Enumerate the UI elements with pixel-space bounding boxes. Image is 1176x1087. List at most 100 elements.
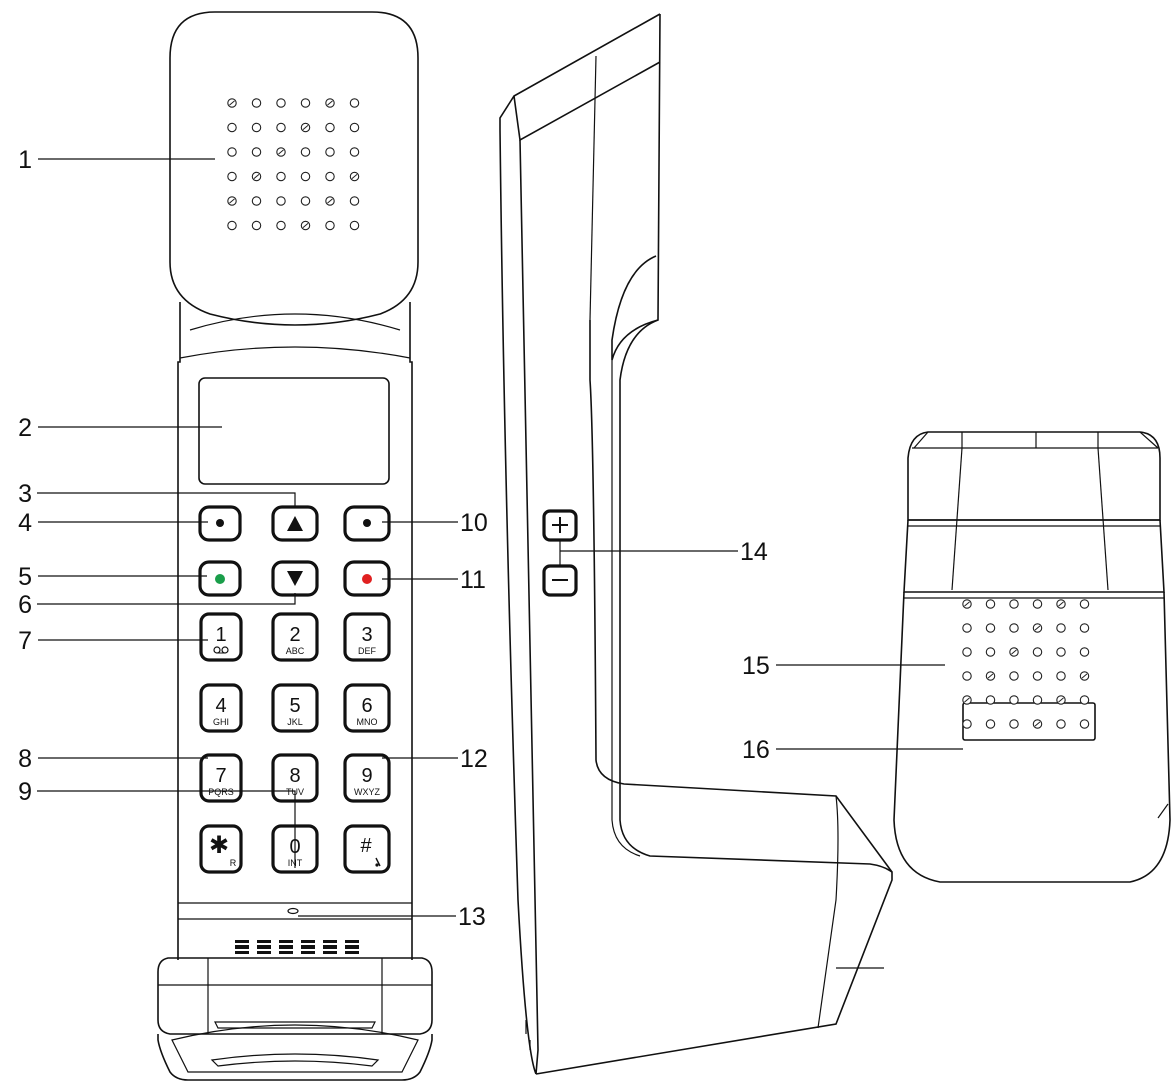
callout-8: 8 — [18, 745, 32, 773]
key-3-letters: DEF — [358, 646, 377, 656]
hole — [1056, 671, 1066, 681]
key-star-sub: R — [230, 858, 237, 868]
hole — [1056, 647, 1066, 657]
hole — [325, 220, 335, 231]
display-screen — [198, 377, 390, 485]
callout-11: 11 — [460, 566, 486, 594]
hole — [325, 122, 335, 133]
key-5[interactable]: 5 JKL — [271, 683, 319, 733]
function-keys — [198, 505, 391, 597]
handset-side-view — [499, 13, 893, 1075]
callout-10: 10 — [460, 509, 488, 537]
hole — [276, 171, 286, 182]
key-4-letters: GHI — [213, 717, 229, 727]
volume-down-button[interactable] — [542, 564, 578, 597]
speaker-holes — [962, 599, 1090, 729]
handset-front-view — [157, 11, 433, 1081]
earpiece-head — [169, 11, 419, 326]
hole — [962, 719, 972, 729]
hole — [962, 647, 972, 657]
hole — [962, 623, 972, 633]
end-red-dot-icon — [362, 574, 372, 584]
hole — [1032, 671, 1043, 681]
voicemail-icon — [213, 646, 229, 654]
key-7-digit: 7 — [215, 765, 226, 787]
mute-icon — [375, 857, 381, 867]
call-green-dot-icon — [215, 574, 225, 584]
hole — [1009, 671, 1019, 681]
key-8-digit: 8 — [289, 765, 300, 787]
key-2-letters: ABC — [286, 646, 305, 656]
earpiece-holes — [227, 98, 360, 231]
hole — [276, 220, 286, 231]
handset-body — [177, 302, 413, 960]
key-2-digit: 2 — [289, 624, 300, 646]
key-4[interactable]: 4 GHI — [199, 683, 243, 733]
hole — [1079, 623, 1090, 633]
hole — [349, 196, 360, 206]
hole — [1009, 695, 1019, 705]
hole — [325, 147, 335, 157]
hole — [1009, 623, 1019, 633]
callout-3: 3 — [18, 480, 32, 508]
hole — [985, 647, 996, 657]
handset-back-view — [893, 431, 1171, 883]
callout-7: 7 — [18, 627, 32, 655]
charging-contacts — [228, 940, 364, 954]
key-star[interactable]: ✱ R — [199, 824, 243, 874]
hole — [325, 171, 335, 182]
label-area — [962, 702, 1096, 741]
hole — [1056, 623, 1066, 633]
key-3[interactable]: 3 DEF — [343, 612, 391, 662]
key-3-digit: 3 — [361, 624, 372, 646]
hole — [349, 147, 360, 157]
microphone — [287, 907, 299, 915]
volume-up-button[interactable] — [542, 509, 578, 542]
hole — [1079, 599, 1090, 609]
hole — [276, 196, 286, 206]
hole — [1032, 599, 1043, 609]
hole — [985, 719, 996, 729]
hole — [251, 196, 262, 206]
key-4-digit: 4 — [215, 695, 226, 717]
hole — [1079, 647, 1090, 657]
key-6[interactable]: 6 MNO — [343, 683, 391, 733]
callout-15: 15 — [742, 652, 770, 680]
hole — [962, 671, 972, 681]
key-hash[interactable]: # — [343, 824, 391, 874]
hole — [1032, 695, 1043, 705]
hole — [349, 220, 360, 231]
callout-1: 1 — [18, 146, 32, 174]
handset-base — [157, 957, 433, 1035]
hole — [985, 623, 996, 633]
callout-labels: 1 2 3 4 5 6 7 8 9 10 11 12 13 14 15 16 — [18, 146, 770, 931]
hole — [1009, 719, 1019, 729]
key-2[interactable]: 2 ABC — [271, 612, 319, 662]
hole — [985, 695, 996, 705]
hole — [300, 196, 311, 206]
hole — [251, 220, 262, 231]
key-hash-symbol: # — [360, 835, 372, 857]
hole — [251, 147, 262, 157]
hole — [251, 98, 262, 108]
hole — [300, 147, 311, 157]
key-1[interactable]: 1 — [199, 612, 243, 662]
side-outline-front — [611, 13, 661, 361]
hole — [1079, 695, 1090, 705]
hole — [276, 122, 286, 133]
hole — [276, 98, 286, 108]
key-7[interactable]: 7 PQRS — [199, 753, 243, 803]
key-9-letters: WXYZ — [354, 787, 381, 797]
key-star-symbol: ✱ — [209, 832, 229, 859]
hole — [300, 98, 311, 108]
hole — [349, 122, 360, 133]
hole — [251, 122, 262, 133]
side-outline-back — [499, 13, 661, 1075]
hole — [227, 147, 237, 157]
callout-6: 6 — [18, 591, 32, 619]
hole — [1056, 719, 1066, 729]
callout-5: 5 — [18, 563, 32, 591]
key-6-digit: 6 — [361, 695, 372, 717]
key-9[interactable]: 9 WXYZ — [343, 753, 391, 803]
